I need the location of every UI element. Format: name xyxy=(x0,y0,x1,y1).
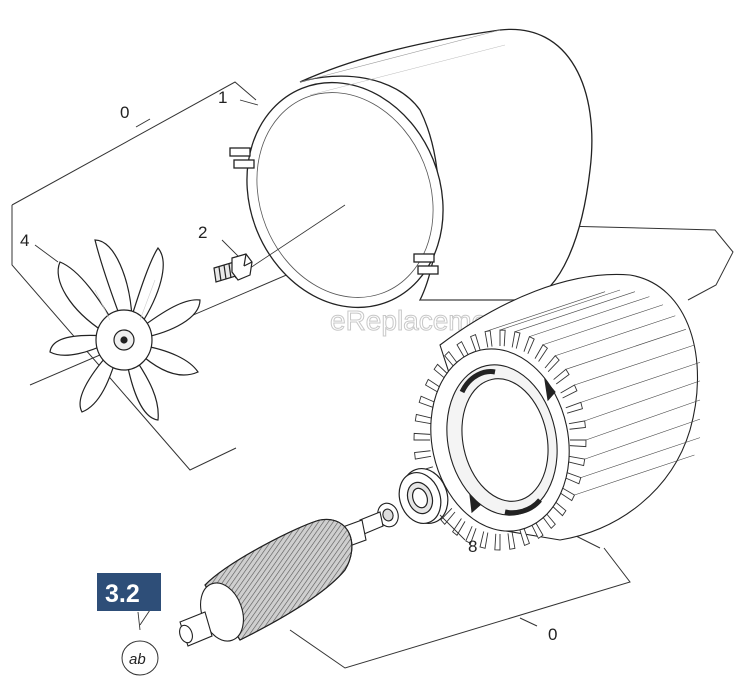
stator-fin xyxy=(534,344,548,362)
stator-fin xyxy=(565,401,583,414)
stator-fin xyxy=(530,521,544,540)
stator-fin xyxy=(413,432,431,441)
stator-fin xyxy=(414,413,433,425)
stator-fin-line xyxy=(565,329,686,370)
stator-fin xyxy=(452,518,466,536)
motor-cover-drum-icon xyxy=(229,28,593,309)
stator-fin xyxy=(414,450,432,460)
stator-fin-line xyxy=(585,399,701,441)
stator-fin-line xyxy=(555,315,676,357)
callout-part-8: 8 xyxy=(468,537,477,556)
ball-bearing-icon xyxy=(398,468,449,524)
cooling-fan-icon xyxy=(49,239,201,421)
stator-fin xyxy=(456,340,470,359)
callout-part-1: 1 xyxy=(218,88,227,107)
stator-fin-line xyxy=(580,437,701,478)
stator-fin xyxy=(569,439,587,448)
ab-tag: ab xyxy=(121,611,159,676)
callout-group-bottom: 0 xyxy=(548,625,557,644)
stator-fin-line xyxy=(542,304,664,346)
callout-part-4: 4 xyxy=(20,231,29,250)
stator-fin xyxy=(553,368,570,385)
stator-fin xyxy=(440,507,456,525)
stator-fin xyxy=(560,384,578,399)
stator-fin-line xyxy=(580,362,701,403)
stator-fin-line xyxy=(529,296,650,337)
leader-lines xyxy=(34,99,466,626)
hex-bolt-icon xyxy=(213,253,253,283)
stator-fin-line xyxy=(574,344,695,386)
callout-group-top: 0 xyxy=(120,103,129,122)
callout-part-2: 2 xyxy=(198,223,207,242)
stator-fin xyxy=(568,420,586,430)
stator-fin-line xyxy=(499,289,621,331)
stator-fin xyxy=(564,471,582,485)
stator-fin-line xyxy=(514,291,636,332)
stator-fin-line xyxy=(584,418,701,460)
stator-fin-line xyxy=(584,380,701,422)
stator-fin xyxy=(484,330,493,348)
badge-text: 3.2 xyxy=(105,580,140,608)
stator-fin xyxy=(507,532,516,550)
stator-fin xyxy=(567,455,586,467)
stator-fin xyxy=(519,528,530,547)
stator-fin xyxy=(494,533,501,551)
ab-tag-text: ab xyxy=(129,651,146,668)
stator-fin xyxy=(523,336,535,354)
rotor-armature-icon xyxy=(179,511,384,647)
stator-fin xyxy=(544,355,560,373)
stator-fin xyxy=(470,333,481,352)
stator-fin xyxy=(499,329,506,347)
stator-fin-line xyxy=(484,291,606,332)
stator-fin xyxy=(465,526,477,544)
motor-stator-housing-icon xyxy=(413,273,701,551)
stator-fin xyxy=(418,395,436,409)
section-badge: 3.2 xyxy=(97,573,161,611)
stator-fin xyxy=(511,331,521,349)
stator-fin-line xyxy=(574,454,695,496)
stator-fin xyxy=(479,531,489,549)
